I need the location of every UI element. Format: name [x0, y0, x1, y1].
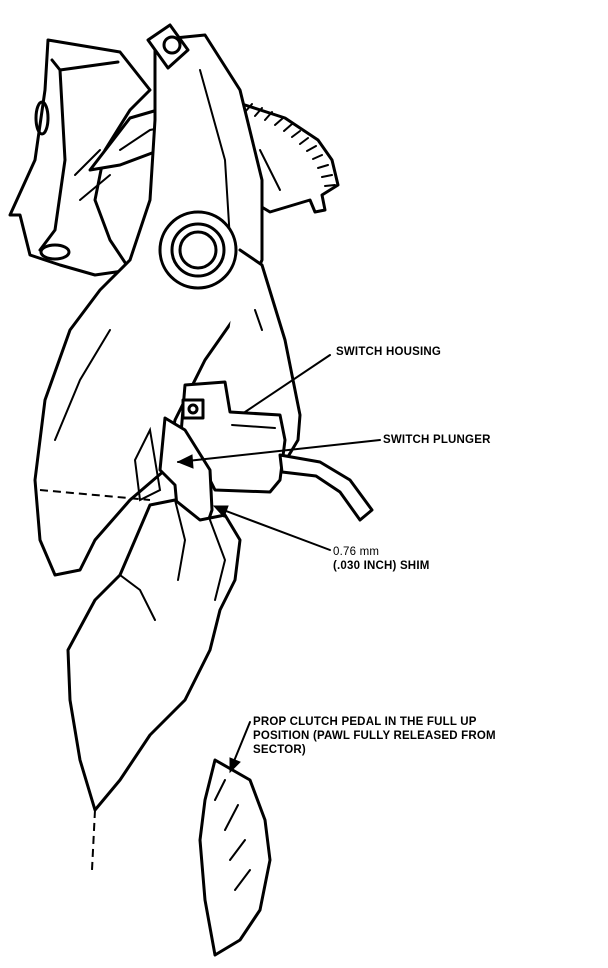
shim-label-line1: 0.76 mm: [333, 546, 380, 558]
pedal-support-bracket: [8, 38, 152, 277]
hand-illustration: [66, 498, 242, 812]
prop-pedal-label-line2: POSITION (PAWL FULLY RELEASED FROM: [253, 730, 496, 742]
prop-pedal-label: PROP CLUTCH PEDAL IN THE FULL UP POSITIO…: [253, 715, 496, 757]
switch-housing-label: SWITCH HOUSING: [336, 346, 442, 358]
pedal-pad: [198, 758, 272, 957]
switch-plunger-label: SWITCH PLUNGER: [383, 434, 491, 446]
clutch-pedal-arm: [33, 23, 264, 577]
shim-label: 0.76 mm (.030 INCH) SHIM: [333, 545, 430, 573]
shim-label-line2: (.030 INCH) SHIM: [333, 560, 430, 572]
dashed-reference-lines: [39, 489, 151, 871]
prop-pedal-label-line1: PROP CLUTCH PEDAL IN THE FULL UP: [253, 716, 477, 728]
leader-lines: [176, 354, 381, 774]
prop-pedal-label-line3: SECTOR): [253, 744, 306, 756]
